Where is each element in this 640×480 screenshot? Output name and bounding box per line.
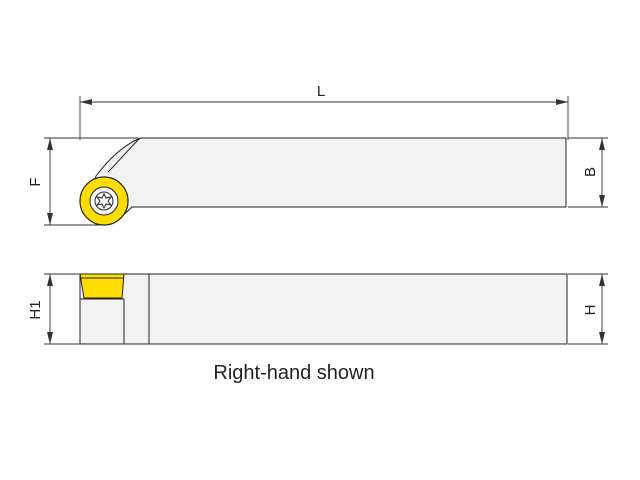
dimension-f: F [27, 137, 138, 226]
insert-side-view [79, 273, 125, 299]
dimension-l: L [79, 83, 569, 140]
dimension-b: B [568, 137, 608, 208]
dimension-label-f: F [27, 177, 44, 186]
dimension-label-h: H [582, 305, 599, 316]
holder-side-view [79, 273, 568, 345]
holder-top-view [91, 137, 567, 225]
dimension-label-l: L [317, 83, 325, 100]
torx-screw-icon [94, 191, 114, 211]
round-insert-top [79, 176, 129, 226]
dimension-label-h1: H1 [27, 300, 44, 319]
dimension-h: H [568, 273, 608, 345]
dimension-h1: H1 [27, 273, 80, 345]
drawing-caption: Right-hand shown [213, 362, 374, 384]
dimension-label-b: B [582, 167, 599, 177]
